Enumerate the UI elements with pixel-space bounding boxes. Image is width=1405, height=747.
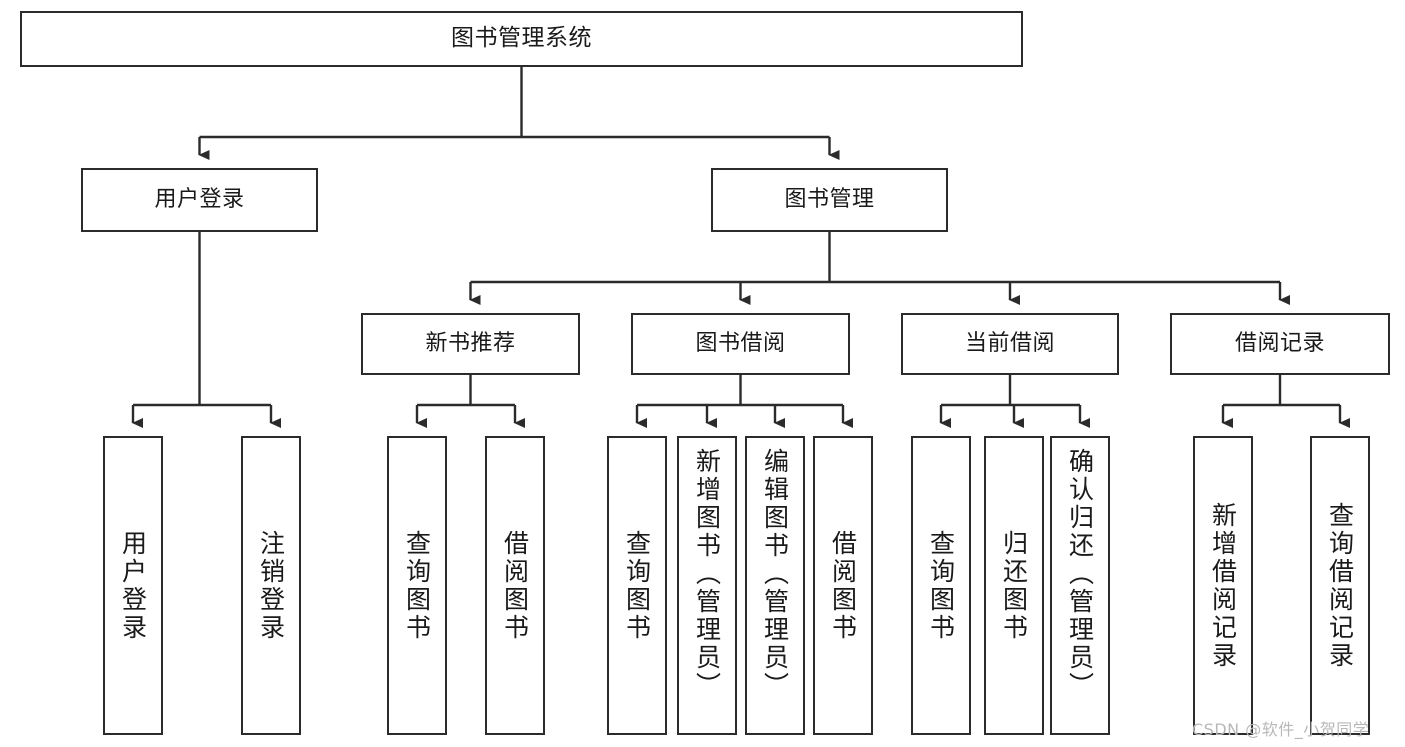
node-label: 查询图书 (402, 529, 432, 642)
node-l-bo-edit[interactable]: 编辑图书（管理员） (745, 436, 805, 735)
node-label: 确认归还（管理员） (1065, 448, 1095, 700)
node-current[interactable]: 当前借阅 (901, 313, 1119, 375)
node-l-logout[interactable]: 注销登录 (241, 436, 301, 735)
node-label: 查询图书 (622, 529, 652, 642)
node-label: 新增借阅记录 (1208, 501, 1238, 670)
node-label: 图书借阅 (695, 331, 786, 357)
node-l-bo-query[interactable]: 查询图书 (607, 436, 667, 735)
node-label: 借阅记录 (1234, 331, 1325, 357)
node-newbook[interactable]: 新书推荐 (361, 313, 580, 375)
node-label: 图书管理系统 (451, 25, 592, 52)
node-label: 借阅图书 (500, 529, 530, 642)
node-l-bo-add[interactable]: 新增图书（管理员） (677, 436, 737, 735)
node-l-login[interactable]: 用户登录 (103, 436, 163, 735)
node-l-re-query[interactable]: 查询借阅记录 (1310, 436, 1370, 735)
node-l-re-add[interactable]: 新增借阅记录 (1193, 436, 1253, 735)
node-label: 当前借阅 (964, 331, 1055, 357)
node-l-nb-borrow[interactable]: 借阅图书 (485, 436, 545, 735)
node-label: 用户登录 (118, 529, 148, 642)
node-root[interactable]: 图书管理系统 (20, 11, 1023, 67)
node-label: 查询借阅记录 (1325, 501, 1355, 670)
node-login[interactable]: 用户登录 (81, 168, 318, 232)
node-label: 新增图书（管理员） (692, 448, 722, 700)
node-l-cu-conf[interactable]: 确认归还（管理员） (1050, 436, 1110, 735)
node-label: 编辑图书（管理员） (760, 448, 790, 700)
node-l-cu-query[interactable]: 查询图书 (911, 436, 971, 735)
node-borrow[interactable]: 图书借阅 (631, 313, 850, 375)
node-bookmgmt[interactable]: 图书管理 (711, 168, 948, 232)
node-label: 新书推荐 (425, 331, 516, 357)
node-l-cu-return[interactable]: 归还图书 (984, 436, 1044, 735)
node-label: 图书管理 (784, 187, 875, 213)
node-label: 归还图书 (999, 529, 1029, 642)
node-l-bo-lend[interactable]: 借阅图书 (813, 436, 873, 735)
node-records[interactable]: 借阅记录 (1170, 313, 1390, 375)
node-label: 注销登录 (256, 529, 286, 642)
node-label: 借阅图书 (828, 529, 858, 642)
node-label: 用户登录 (154, 187, 245, 213)
node-l-nb-query[interactable]: 查询图书 (387, 436, 447, 735)
node-label: 查询图书 (926, 529, 956, 642)
csdn-watermark: CSDN @软件_小贺同学 (1192, 720, 1370, 739)
